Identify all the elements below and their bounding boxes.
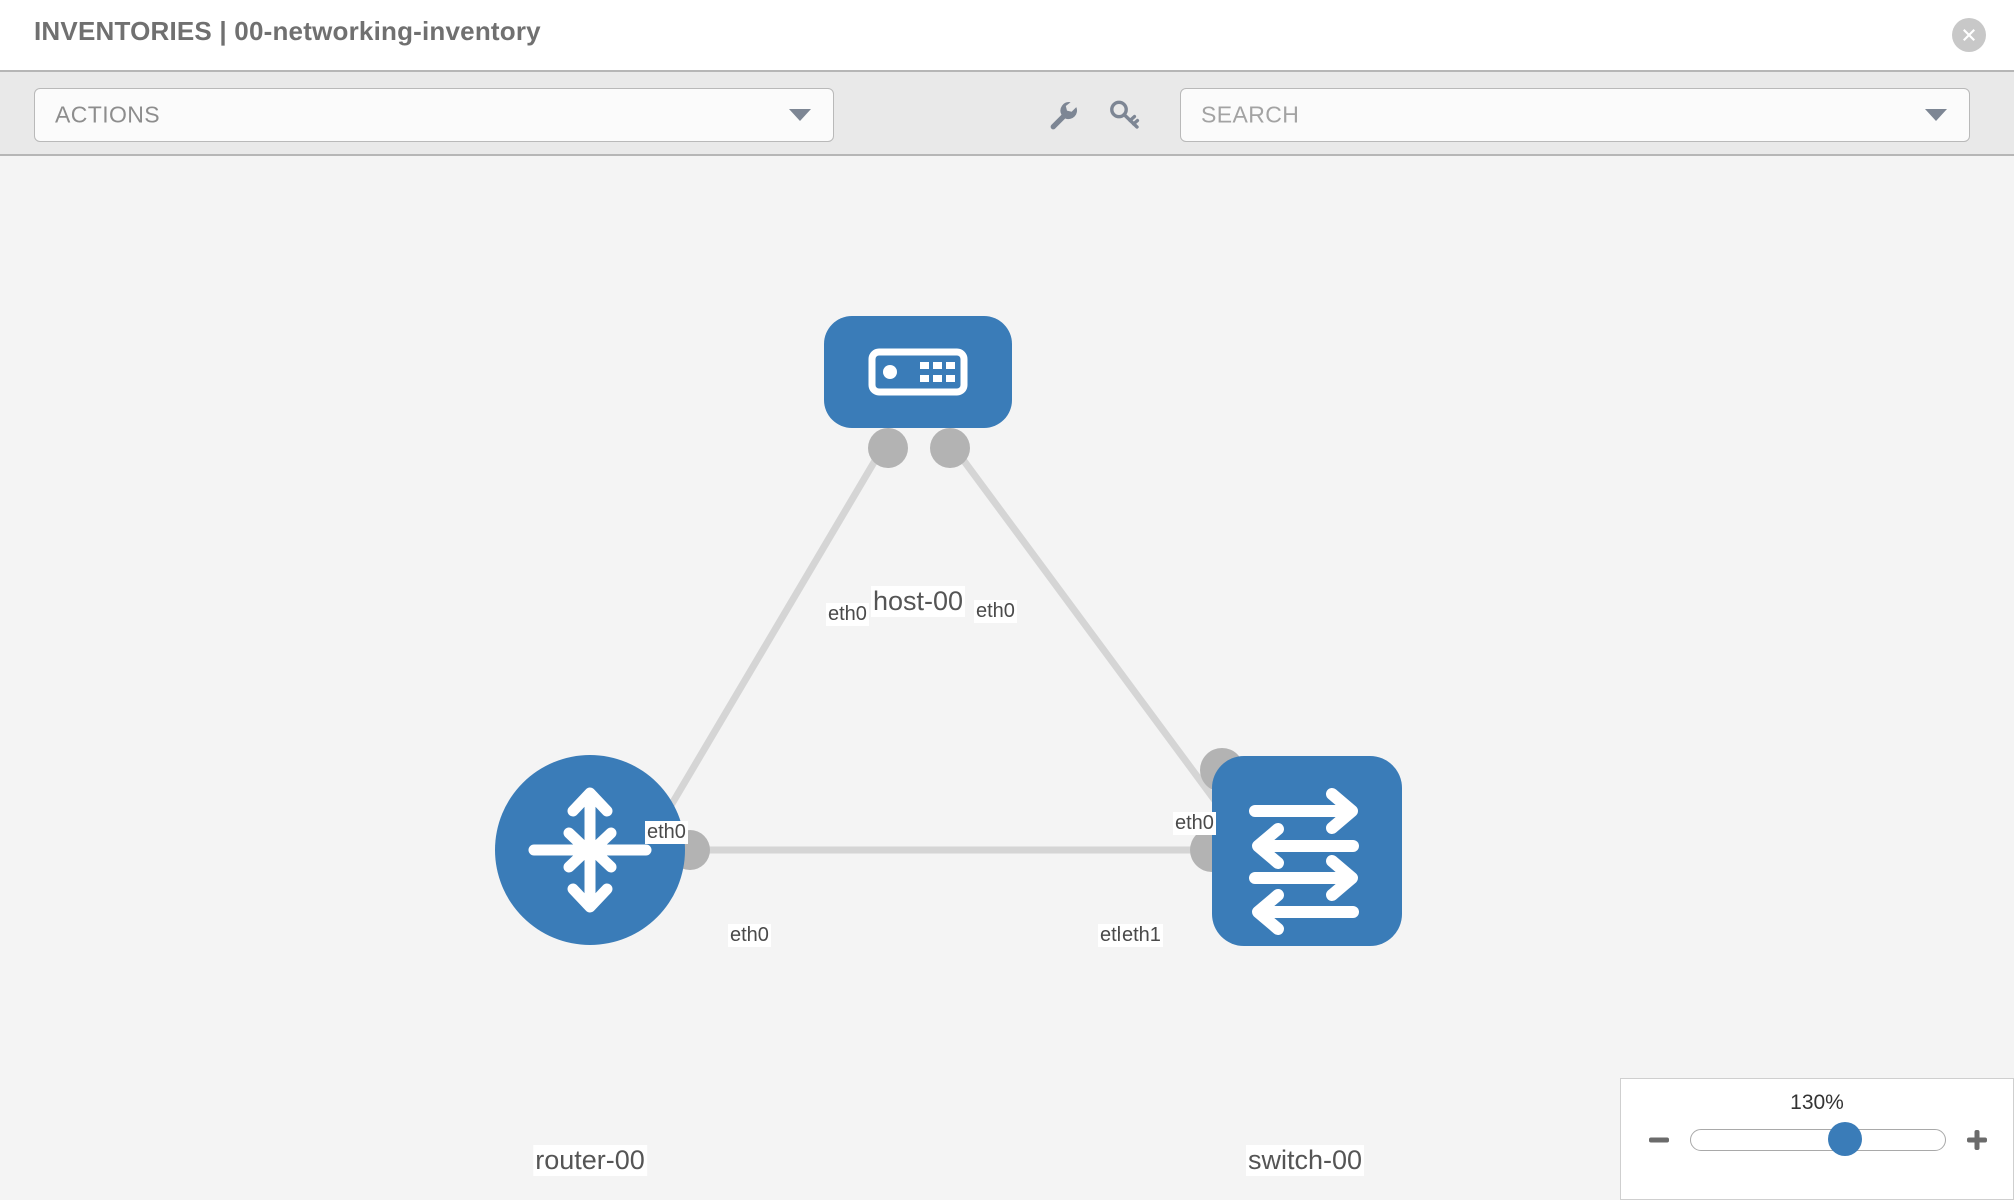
zoom-slider-thumb[interactable]: [1827, 1122, 1862, 1156]
link-host-router[interactable]: [656, 440, 890, 826]
link-edges: [656, 439, 1225, 854]
zoom-level-value: 130%: [1790, 1091, 1844, 1114]
actions-dropdown-label: ACTIONS: [55, 101, 161, 128]
link-host-switch[interactable]: [947, 439, 1225, 813]
iface-label-switch-host: eth0: [1173, 812, 1216, 835]
topology-canvas[interactable]: eth0 eth0 eth0 eth0 eth0 eth eth1 host-0…: [0, 156, 2014, 1200]
iface-label-router-switch: eth0: [728, 924, 771, 947]
minus-icon: [1649, 1137, 1669, 1143]
toolbar: ACTIONS SEARCH: [0, 70, 2014, 156]
close-button[interactable]: [1952, 18, 1986, 52]
iface-label-host-left: eth0: [826, 603, 869, 626]
iface-label-host-right: eth0: [974, 600, 1017, 623]
node-switch-00[interactable]: [1212, 756, 1402, 946]
switch-icon: [1249, 788, 1359, 935]
zoom-in-button[interactable]: [1962, 1125, 1992, 1155]
router-icon: [528, 787, 652, 913]
actions-dropdown[interactable]: ACTIONS: [34, 88, 834, 142]
zoom-panel: 130%: [1620, 1078, 2014, 1200]
search-placeholder: SEARCH: [1201, 101, 1300, 128]
key-icon: [1110, 100, 1140, 129]
zoom-slider[interactable]: [1690, 1122, 1946, 1156]
key-button[interactable]: [1098, 88, 1152, 142]
topology-graph: [495, 316, 1402, 946]
wrench-icon: [1050, 102, 1078, 130]
page-header: INVENTORIES | 00-networking-inventory: [0, 0, 2014, 70]
close-icon: [1963, 29, 1975, 41]
iface-label-switch-router: eth1: [1120, 924, 1163, 947]
plus-icon: [1967, 1130, 1987, 1150]
zoom-controls: [1621, 1122, 2014, 1156]
page-title: INVENTORIES | 00-networking-inventory: [34, 16, 541, 46]
zoom-slider-track: [1690, 1129, 1946, 1151]
node-host-00[interactable]: [824, 316, 1012, 428]
connector-nubs: [670, 428, 1244, 872]
zoom-out-button[interactable]: [1644, 1125, 1674, 1155]
connector-host-right[interactable]: [930, 428, 970, 468]
wrench-button[interactable]: [1036, 88, 1090, 142]
server-icon: [868, 348, 968, 396]
chevron-down-icon: [1925, 109, 1947, 121]
connector-host-left[interactable]: [868, 428, 908, 468]
search-input[interactable]: SEARCH: [1180, 88, 1970, 142]
node-label-host-00: host-00: [870, 586, 966, 617]
node-router-00[interactable]: [495, 755, 685, 945]
iface-label-router-host: eth0: [645, 821, 688, 844]
node-label-router-00: router-00: [533, 1145, 647, 1176]
node-label-switch-00: switch-00: [1245, 1145, 1365, 1176]
chevron-down-icon: [789, 109, 811, 121]
